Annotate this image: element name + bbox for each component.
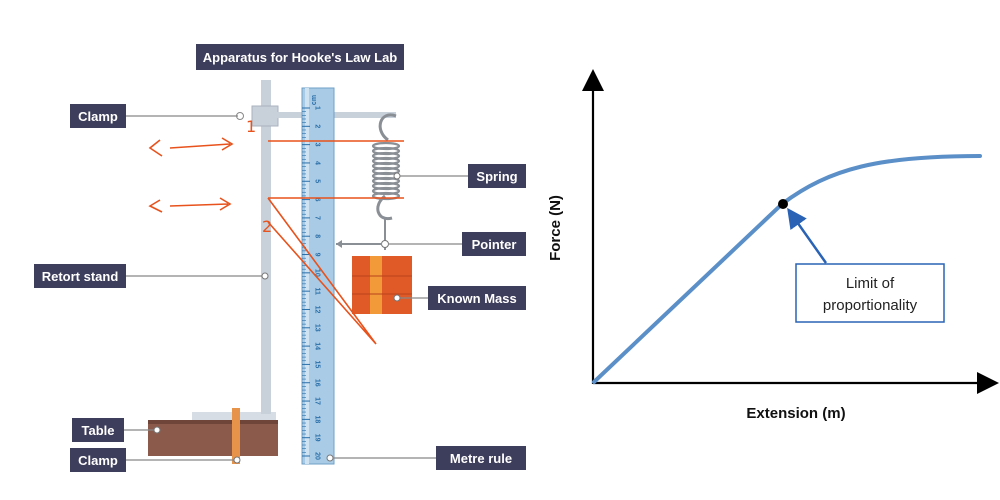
ruler-tick-label: 20 (314, 452, 321, 460)
label-known-mass: Known Mass (393, 286, 526, 310)
retort-stand-pole (261, 80, 271, 414)
ruler-tick-label: 10 (314, 269, 321, 277)
label-clamp-top-text: Clamp (78, 109, 118, 124)
label-retort-stand-text: Retort stand (42, 269, 119, 284)
annotation-box: Limit of proportionality (795, 263, 945, 323)
ruler-tick-label: 11 (314, 287, 321, 295)
ruler-tick-label: 6 (314, 198, 321, 202)
annotation-mark-1: 1 (246, 117, 256, 136)
ruler-tick-label: 17 (314, 397, 321, 405)
spring (371, 113, 401, 250)
ruler-tick-label: 9 (314, 253, 321, 257)
apparatus-title-text: Apparatus for Hooke's Law Lab (203, 50, 398, 65)
label-metre-rule: Metre rule (326, 446, 526, 470)
ruler-tick-label: 16 (314, 379, 321, 387)
ruler-tick-label: 19 (314, 434, 321, 442)
annotation-arrow (787, 207, 828, 264)
ruler-tick-label: 12 (314, 306, 321, 314)
ruler-tick-label: 14 (314, 342, 321, 350)
ruler-tick-label: 4 (314, 161, 321, 165)
ruler-tick-label: 1 (314, 106, 321, 110)
label-clamp-top: Clamp (70, 104, 238, 128)
table (148, 412, 278, 456)
ruler-tick-label: 7 (314, 216, 321, 220)
y-axis-label: Force (N) (547, 195, 564, 261)
ruler-tick-label: 5 (314, 179, 321, 183)
apparatus-diagram: Apparatus for Hooke's Law Lab cm 1234567… (34, 44, 526, 472)
label-clamp-bottom-text: Clamp (78, 453, 118, 468)
label-metre-rule-text: Metre rule (450, 451, 512, 466)
ruler-tick-label: 8 (314, 234, 321, 238)
label-clamp-bottom: Clamp (70, 448, 241, 472)
apparatus-title: Apparatus for Hooke's Law Lab (196, 44, 404, 70)
label-table: Table (72, 418, 161, 442)
label-pointer: Pointer (388, 232, 526, 256)
x-axis-label: Extension (m) (746, 405, 845, 422)
ruler-tick-label: 3 (314, 143, 321, 147)
pointer (336, 240, 382, 248)
hand-annotations (148, 137, 404, 345)
annotation-line-1: Limit of (846, 275, 895, 292)
limit-point (778, 199, 788, 209)
label-retort-stand: Retort stand (34, 264, 269, 288)
ruler-tick-label: 15 (314, 361, 321, 369)
label-spring-text: Spring (476, 169, 517, 184)
ruler-tick-label: 2 (314, 124, 321, 128)
label-spring: Spring (393, 164, 526, 188)
label-known-mass-text: Known Mass (437, 291, 516, 306)
annotation-line-2: proportionality (823, 297, 918, 314)
force-curve (592, 154, 982, 384)
label-table-text: Table (82, 423, 115, 438)
ruler-tick-label: 18 (314, 415, 321, 423)
spring-coil (371, 191, 401, 201)
label-pointer-text: Pointer (472, 237, 517, 252)
annotation-mark-2: 2 (262, 217, 272, 236)
known-mass (352, 256, 412, 314)
ruler-tick-label: 13 (314, 324, 321, 332)
bottom-clamp (232, 408, 240, 464)
ruler-unit: cm (311, 95, 318, 105)
top-clamp (236, 105, 396, 127)
force-extension-graph: Force (N) Extension (m) Limit of proport… (547, 69, 999, 422)
